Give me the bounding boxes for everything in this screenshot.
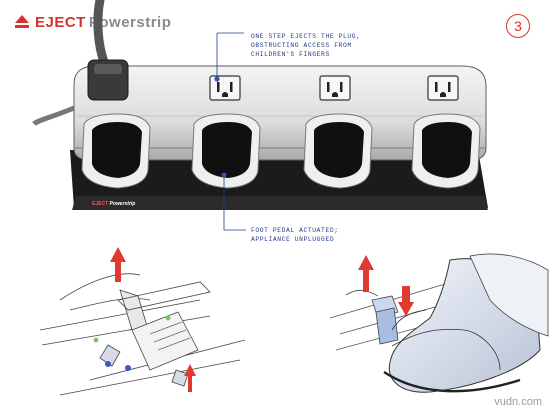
annotation-leaders xyxy=(216,32,246,231)
eject-arrow-up xyxy=(110,247,126,282)
eject-logo-icon xyxy=(15,15,29,28)
plug-eject-arrow xyxy=(358,255,374,292)
brand-title: EJECT Powerstrip xyxy=(14,8,171,36)
outlet xyxy=(427,75,459,101)
brand-powerstrip-text: Powerstrip xyxy=(88,13,172,31)
device-label-powerstrip: Powerstrip xyxy=(109,201,136,207)
device-label-eject: EJECT xyxy=(92,201,109,207)
foot-pedal xyxy=(303,113,373,189)
foot-pedal xyxy=(411,113,481,189)
outlet xyxy=(209,75,241,101)
watermark: vudn.com xyxy=(494,396,542,408)
step-number-badge: 3 xyxy=(506,14,530,38)
press-arrow-up xyxy=(184,364,196,392)
brand-eject-text: EJECT xyxy=(35,13,86,31)
power-cord xyxy=(32,0,109,126)
foot-press-sketch xyxy=(329,253,549,393)
outlet xyxy=(319,75,351,101)
mechanism-sketch xyxy=(39,273,246,396)
strip-shadow xyxy=(70,150,488,210)
annotation-bottom: FOOT PEDAL ACTUATED; APPLIANCE UNPLUGGED xyxy=(251,227,339,243)
device-brand-label: EJECT Powerstrip xyxy=(92,201,135,207)
foot-pedal xyxy=(81,113,151,189)
inserted-plug xyxy=(87,59,129,101)
foot-push-arrow xyxy=(398,286,414,316)
foot-pedal xyxy=(191,113,261,189)
annotation-top: ONE STEP EJECTS THE PLUG, OBSTRUCTING AC… xyxy=(251,33,361,58)
